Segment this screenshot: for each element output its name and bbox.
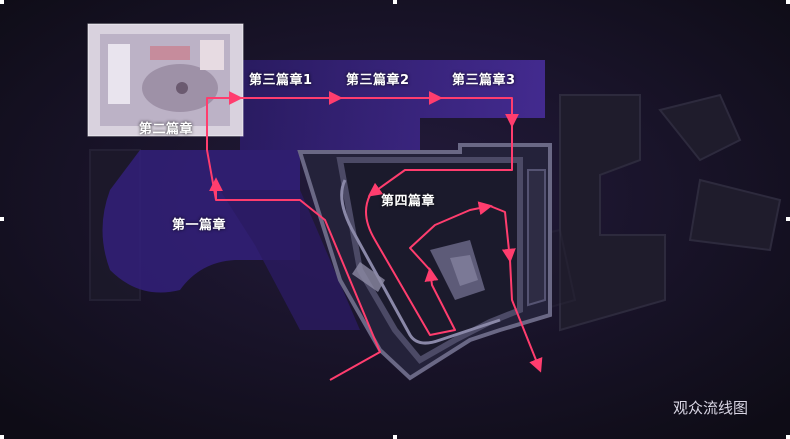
chapter2-room — [87, 23, 244, 137]
route-loop-down — [365, 194, 456, 336]
ramp-corridor — [220, 190, 360, 330]
route-exit — [509, 259, 543, 373]
chapter4-label: 第四篇章 — [381, 194, 436, 209]
chapter2-label: 第二篇章 — [139, 122, 194, 137]
route-arrow-chapter3-3 — [440, 97, 519, 128]
top-right-handle — [786, 0, 790, 4]
route-segment-chapter1-to-chapter2 — [206, 91, 381, 381]
route-loop-right — [489, 205, 516, 263]
diagram-caption: 观众流线图 — [673, 399, 749, 417]
chapter1-corridor — [102, 150, 300, 293]
chapter3-corridor — [240, 60, 545, 150]
left-handle — [0, 217, 4, 221]
chapter1-label: 第一篇章 — [172, 218, 227, 233]
bottom-right-handle — [786, 435, 790, 439]
audience-route — [206, 91, 543, 381]
route-arrow-chapter4-entry — [367, 125, 513, 197]
top-left-handle — [0, 0, 4, 4]
chapter3-3-label: 第三篇章3 — [452, 73, 516, 88]
bottom-left-handle — [0, 435, 4, 439]
chapter3-2-label: 第三篇章2 — [346, 73, 410, 88]
right-handle — [786, 217, 790, 221]
top-handle — [393, 0, 397, 4]
route-loop-up — [409, 201, 493, 271]
bottom-handle — [393, 435, 397, 439]
chapter3-1-label: 第三篇章1 — [249, 73, 313, 88]
